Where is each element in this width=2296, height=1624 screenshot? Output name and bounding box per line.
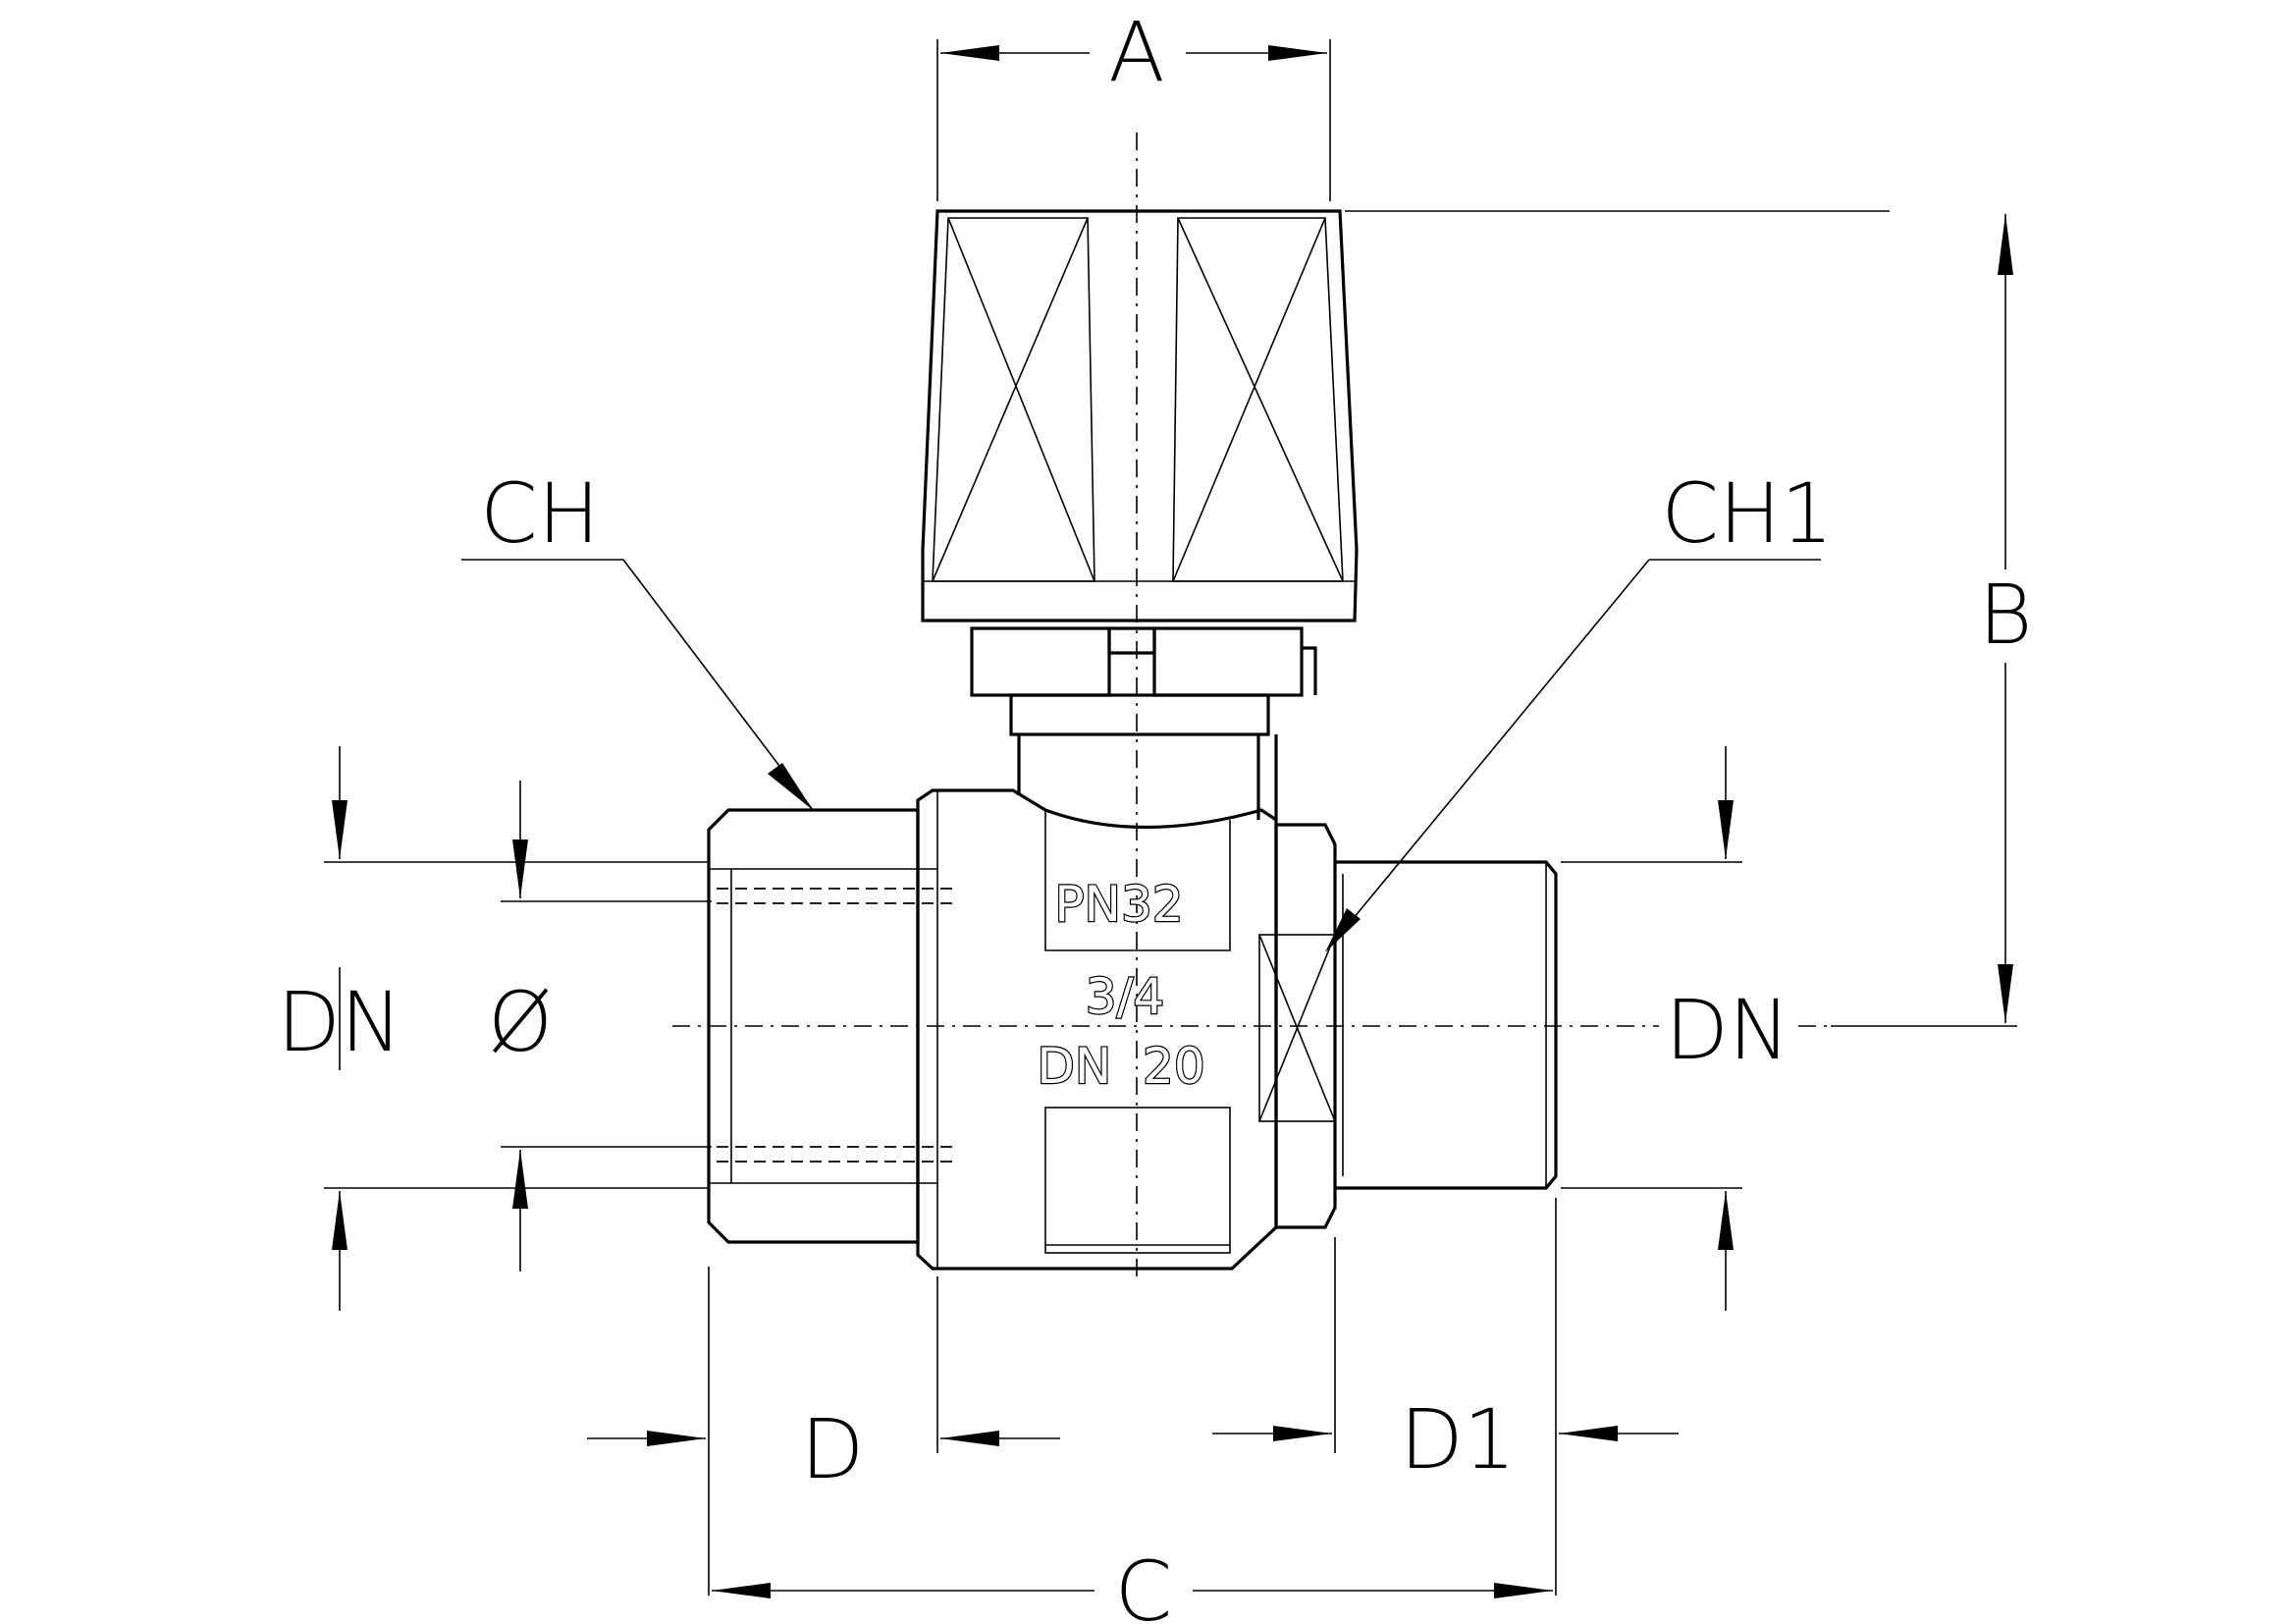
- label-b: B: [1978, 567, 2032, 663]
- dimension-b: B: [1345, 210, 2048, 1027]
- label-d1: D1: [1400, 1391, 1516, 1488]
- dimension-diameter: Ø: [488, 781, 712, 1272]
- dn-marking: DN 20: [1037, 1038, 1204, 1095]
- label-dn-right: DN: [1665, 982, 1790, 1078]
- label-c: C: [1115, 1543, 1173, 1624]
- leader-ch: CH: [461, 465, 814, 811]
- stem-assembly: [970, 626, 1317, 820]
- dimension-dn-right: DN: [1561, 746, 1791, 1311]
- dimension-c: C: [708, 1198, 1557, 1624]
- label-diameter: Ø: [488, 974, 553, 1070]
- size-marking: 3/4: [1086, 968, 1164, 1025]
- handle: [921, 209, 1359, 623]
- pressure-marking: PN32: [1054, 876, 1183, 933]
- body-markings: PN32 3/4 DN 20: [1036, 875, 1206, 1096]
- label-ch: CH: [480, 465, 600, 562]
- label-dn-left: DN: [277, 974, 402, 1070]
- dimension-d1: D1: [1212, 1237, 1679, 1488]
- label-ch1: CH1: [1661, 465, 1833, 562]
- dimension-d: D: [587, 1276, 1060, 1497]
- label-a: A: [1108, 4, 1164, 100]
- leader-ch1: CH1: [1325, 465, 1834, 952]
- center-lines: [672, 133, 1831, 1276]
- valve-body: [916, 788, 1278, 1271]
- dimension-a: A: [936, 4, 1331, 201]
- label-d: D: [801, 1401, 865, 1497]
